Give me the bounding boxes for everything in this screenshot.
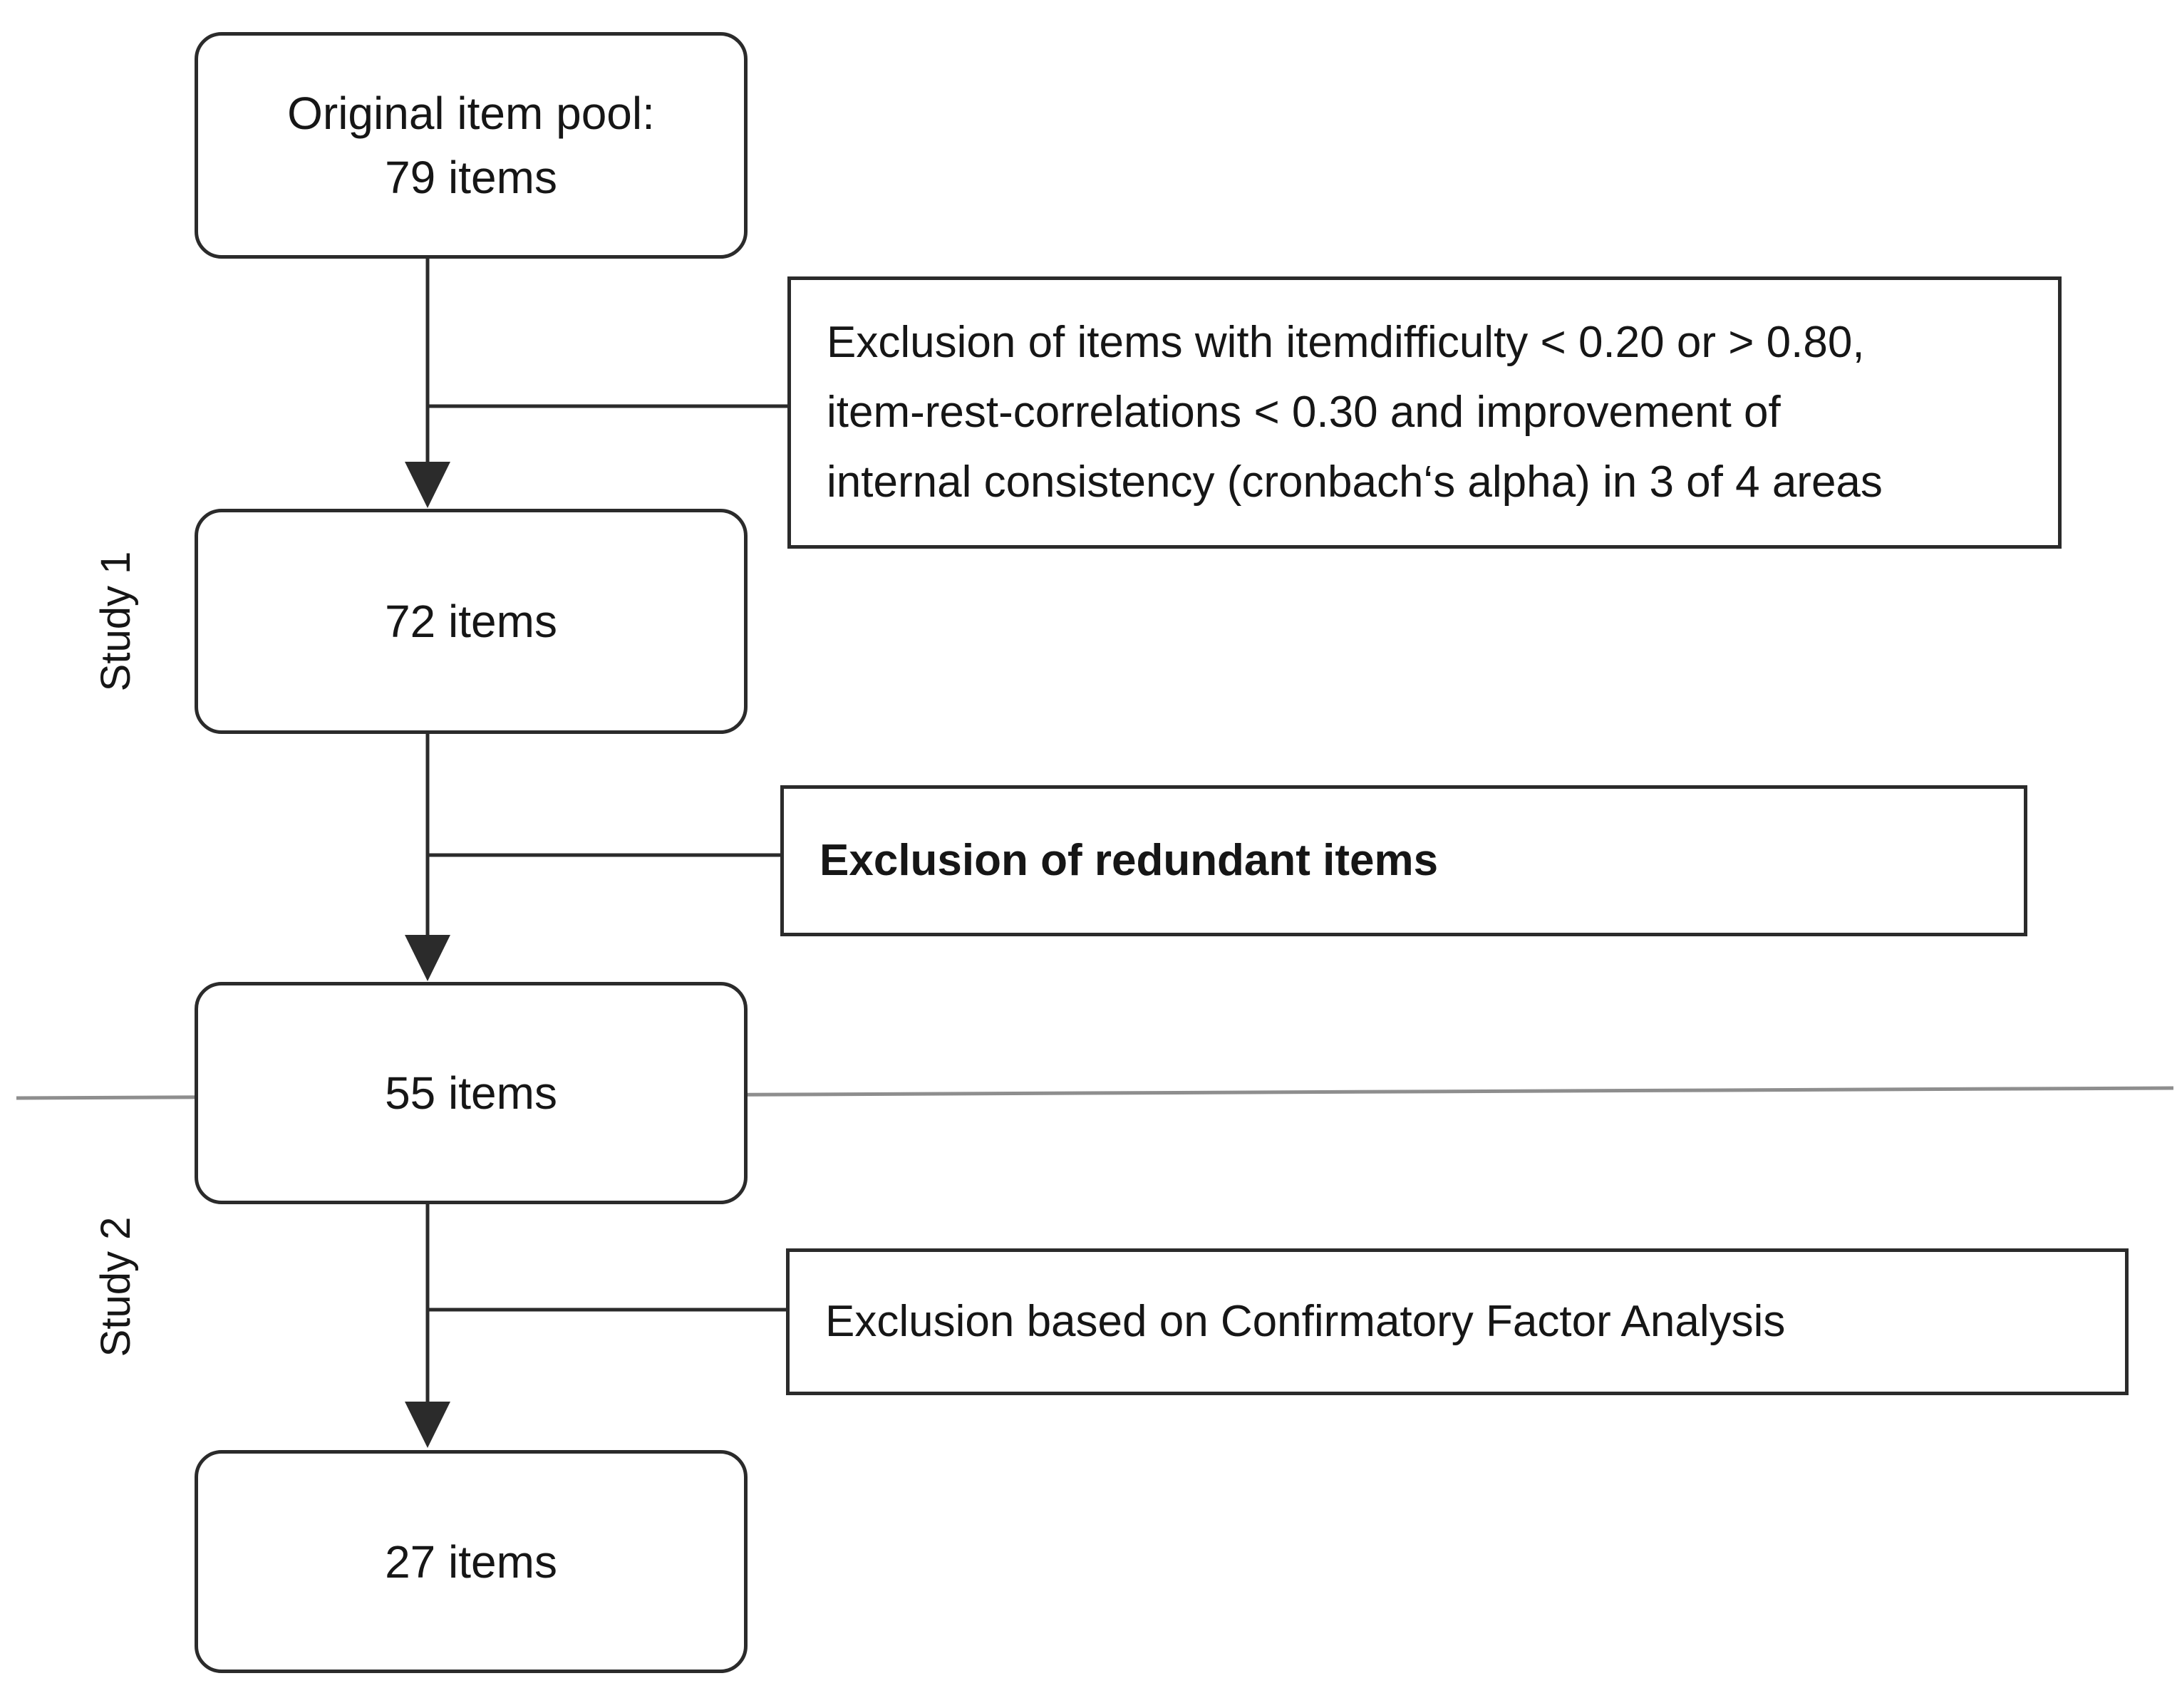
annotation-redundant-items-exclusion: Exclusion of redundant items [780, 785, 2027, 936]
study-1-label: Study 1 [92, 551, 139, 692]
flow-arrow-1-head [405, 462, 450, 508]
box-text-line: 27 items [385, 1536, 557, 1588]
annotation-text-line: item-rest-correlations < 0.30 and improv… [827, 388, 1781, 437]
flow-box-original-pool: Original item pool: 79 items [195, 32, 748, 259]
flow-box-55-items: 55 items [195, 982, 748, 1204]
study-2-label: Study 2 [92, 1216, 139, 1357]
annotation-text-line: internal consistency (cronbach‘s alpha) … [827, 457, 1883, 507]
box-text-line: 55 items [385, 1067, 557, 1119]
flow-arrow-3-head [405, 1402, 450, 1448]
annotation-text-line: Exclusion of redundant items [819, 836, 1439, 885]
box-text-line: Original item pool: [287, 88, 655, 139]
box-text-line: 79 items [385, 152, 557, 203]
annotation-cfa-exclusion: Exclusion based on Confirmatory Factor A… [786, 1248, 2129, 1395]
annotation-text-line: Exclusion of items with itemdifficulty <… [827, 318, 1865, 367]
flow-arrow-2-head [405, 935, 450, 981]
annotation-text-line: Exclusion based on Confirmatory Factor A… [825, 1297, 1786, 1346]
flow-box-27-items: 27 items [195, 1450, 748, 1673]
flow-box-72-items: 72 items [195, 509, 748, 734]
annotation-item-difficulty-exclusion: Exclusion of items with itemdifficulty <… [787, 276, 2062, 549]
box-text-line: 72 items [385, 596, 557, 647]
